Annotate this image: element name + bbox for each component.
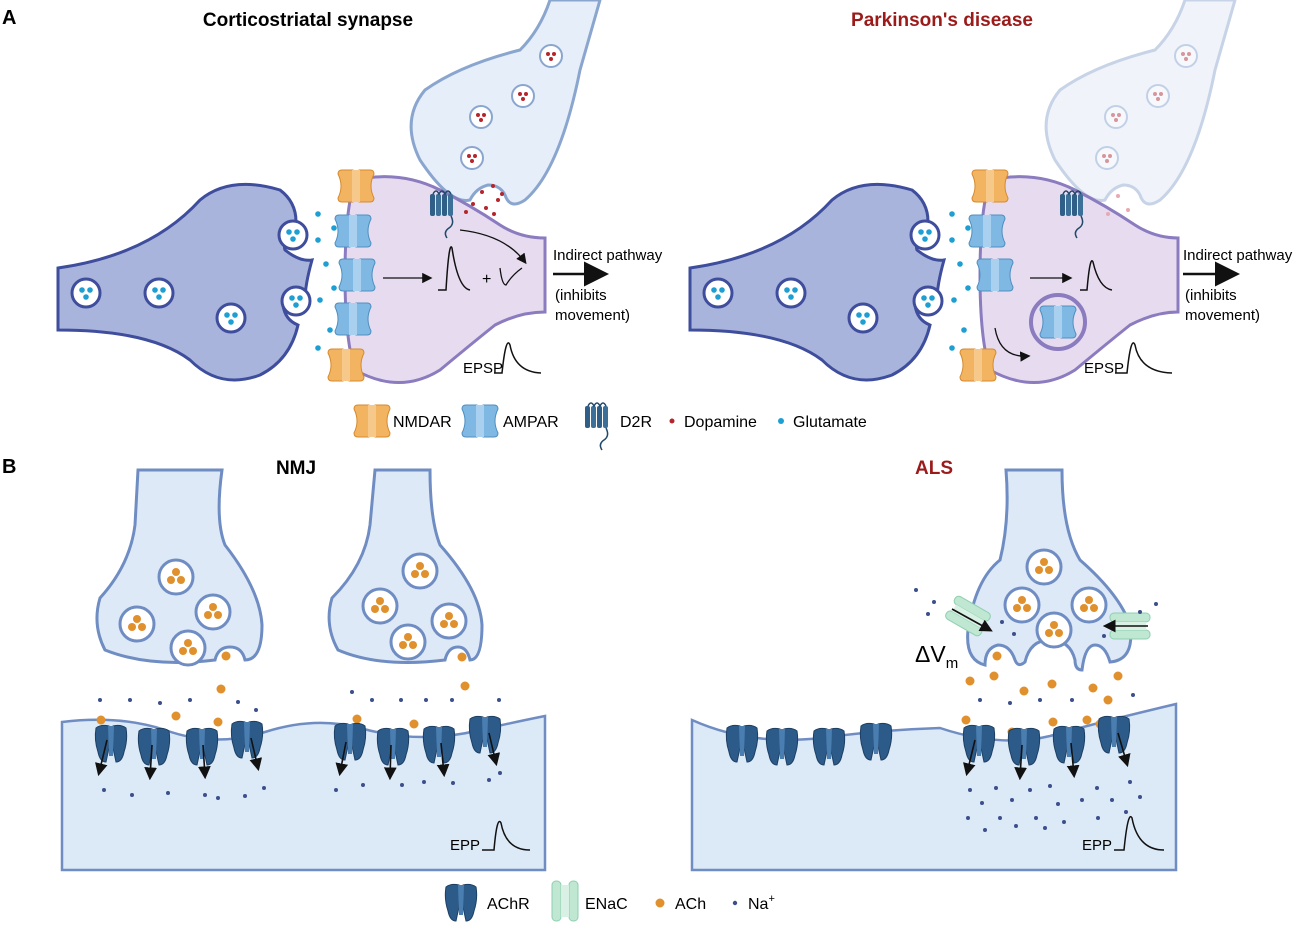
legend-a: NMDAR AMPAR D2R Dopamine Glutamate (353, 402, 867, 451)
postsynaptic-spine (343, 175, 547, 384)
plus-sign: + (482, 271, 491, 288)
legend-ach: ACh (675, 896, 706, 913)
legend-glutamate-dot (778, 418, 784, 424)
panel-a-letter: A (2, 7, 16, 29)
dopaminergic-terminal (409, 0, 602, 206)
pathway-sub-left-2: movement) (555, 307, 630, 324)
panel-b-left-title: NMJ (276, 458, 316, 479)
epsp-label-left: EPSP (463, 360, 503, 377)
legend-nmdar: NMDAR (393, 414, 452, 431)
dopaminergic-terminal-pd (1044, 0, 1237, 206)
pathway-label-left: Indirect pathway (553, 247, 663, 264)
presynaptic-neuron (56, 182, 315, 382)
legend-ach-dot (655, 898, 665, 908)
panel-a-left-synapse: + EPSP Indirect pathway (inhibits moveme… (56, 0, 663, 384)
glutamate-cleft-left (315, 211, 337, 351)
presynaptic-neuron-pd (688, 182, 947, 382)
epp-label-left: EPP (450, 837, 480, 854)
legend-na: Na+ (748, 893, 775, 913)
postsynaptic-spine-pd (978, 175, 1180, 384)
panel-b-right-als: ΔVm (690, 468, 1178, 872)
panel-b-left-nmj: EPP (60, 468, 547, 872)
delta-vm-label: ΔVm (915, 641, 958, 672)
legend-d2r: D2R (620, 414, 652, 431)
legend-na-dot (732, 900, 738, 906)
na-ions-right (914, 588, 1158, 832)
legend-enac: ENaC (585, 896, 628, 913)
legend-glutamate: Glutamate (793, 414, 867, 431)
panel-b-letter: B (2, 456, 16, 478)
panel-a-right-synapse: EPSP Indirect pathway (inhibits movement… (688, 0, 1293, 384)
legend-dopamine-dot (669, 418, 675, 424)
epp-label-right: EPP (1082, 837, 1112, 854)
na-ions-left (98, 690, 502, 800)
pathway-sub-right-2: movement) (1185, 307, 1260, 324)
legend-b: AChR ENaC ACh Na+ (444, 880, 775, 922)
pathway-sub-left-1: (inhibits (555, 287, 607, 304)
ach-left (96, 651, 480, 739)
panel-a-right-title: Parkinson's disease (851, 10, 1033, 31)
dopamine-cleft-left (464, 184, 504, 216)
pathway-label-right: Indirect pathway (1183, 247, 1293, 264)
panel-a-left-title: Corticostriatal synapse (203, 10, 413, 31)
internalized-ampar-endosome (1029, 293, 1087, 351)
epsp-label-right: EPSP (1084, 360, 1124, 377)
glutamate-cleft-right (949, 211, 971, 351)
pathway-sub-right-1: (inhibits (1185, 287, 1237, 304)
legend-achr: AChR (487, 896, 530, 913)
legend-dopamine: Dopamine (684, 414, 757, 431)
panel-b-right-title: ALS (915, 458, 953, 479)
dopamine-cleft-right (1106, 194, 1130, 216)
legend-ampar: AMPAR (503, 414, 559, 431)
